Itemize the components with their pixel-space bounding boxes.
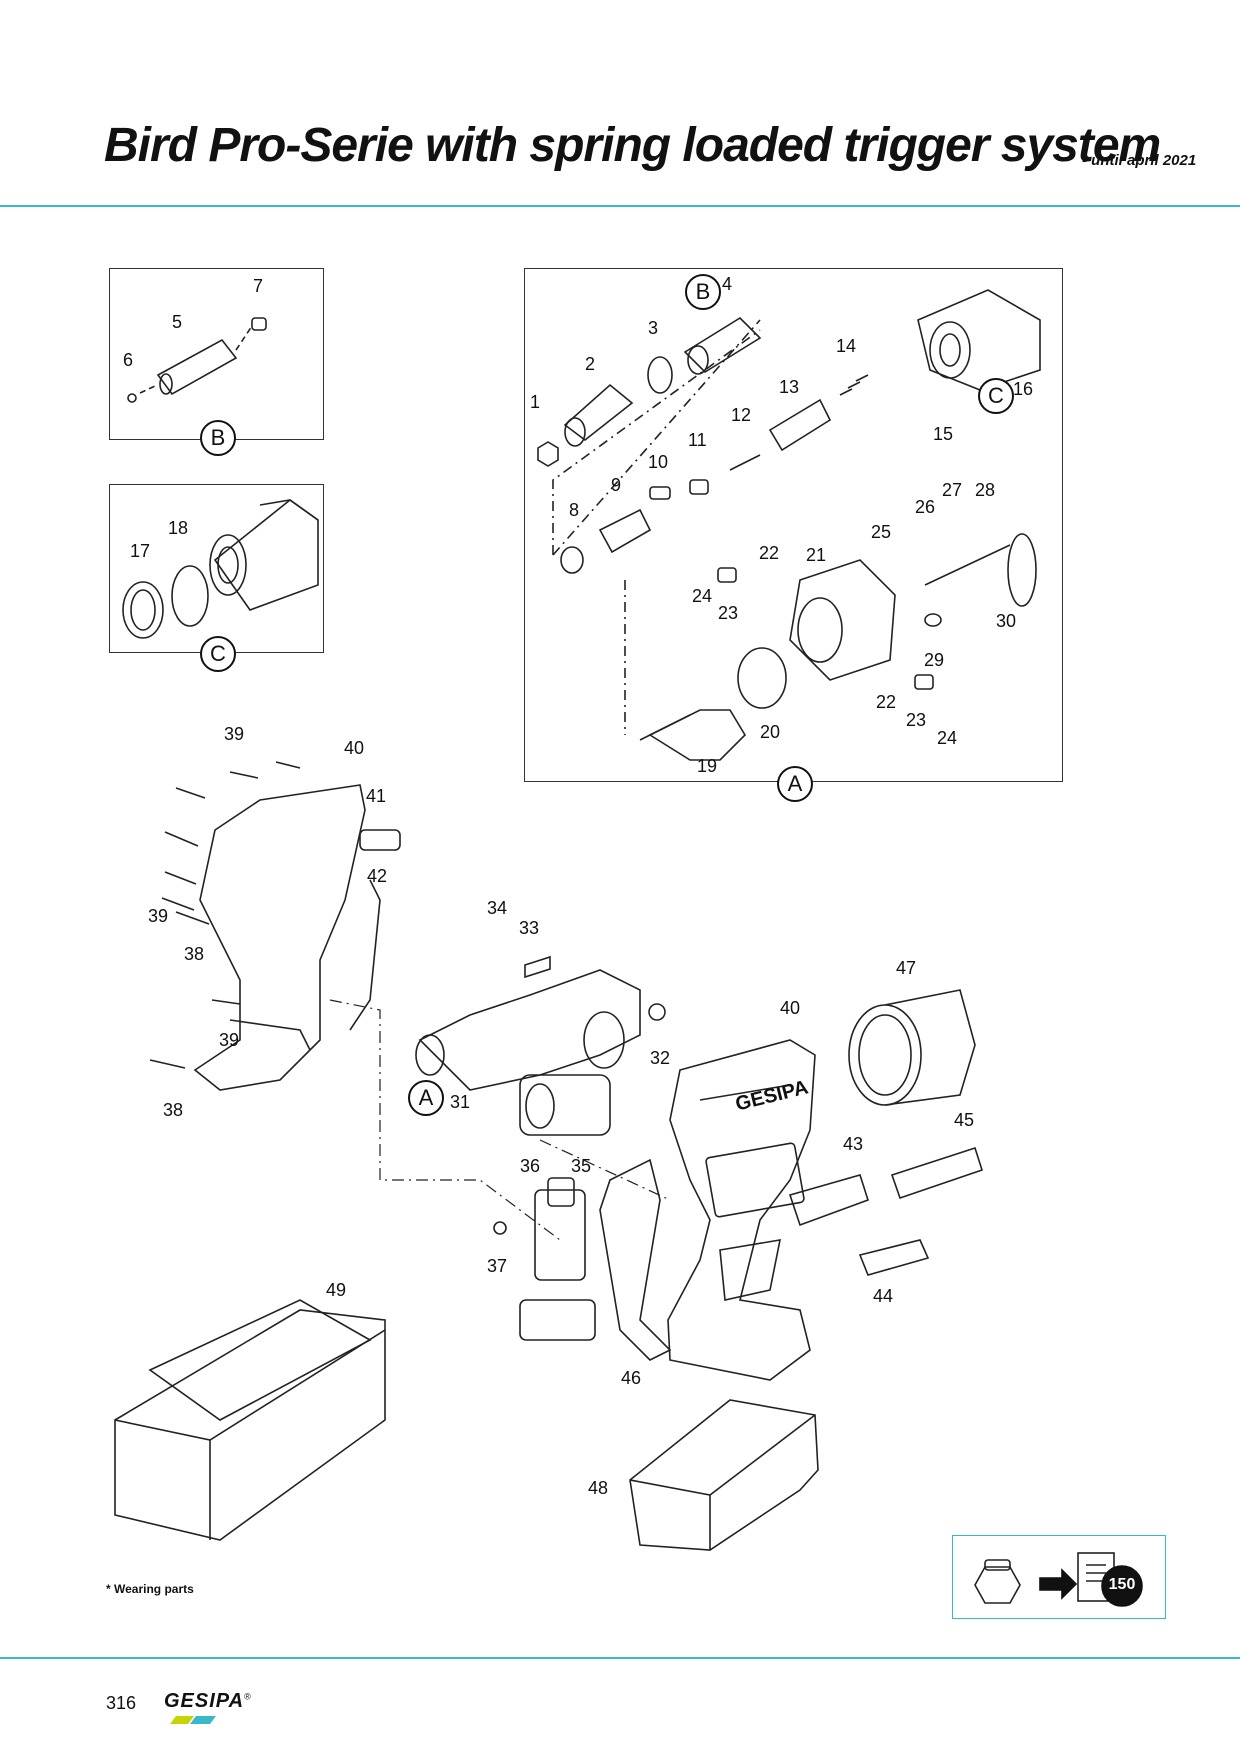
callout-a-box-a: A [777, 766, 813, 802]
part-number-label: 11 [688, 430, 707, 450]
part-number-label: 39 [148, 906, 169, 926]
part-number-label: 22 [759, 543, 780, 563]
part-number-label: 38 [163, 1100, 184, 1120]
footer-logo: GESIPA® [164, 1690, 252, 1713]
part-number-label: 33 [519, 918, 540, 938]
page-title: Bird Pro-Serie with spring loaded trigge… [104, 119, 1161, 172]
callout-b-box-b: B [200, 420, 236, 456]
part-number-label: 27 [942, 480, 963, 500]
part-number-label: 31 [450, 1092, 471, 1112]
part-number-label: 30 [996, 611, 1017, 631]
right-housing-drawing [667, 1039, 816, 1381]
battery-drawing [629, 1399, 819, 1551]
part-number-label: 26 [915, 497, 936, 517]
wearing-parts-note: * Wearing parts [106, 1582, 194, 1596]
part-number-label: 28 [975, 480, 996, 500]
part-number-label: 19 [697, 756, 718, 776]
detail-box-c [109, 484, 324, 653]
part-number-label: 9 [611, 475, 622, 495]
part-number-label: 47 [896, 958, 917, 978]
part-number-label: 24 [692, 586, 713, 606]
callout-c-box-a: C [978, 378, 1014, 414]
nozzle-sleeve-drawing [127, 317, 267, 403]
assembly-guide-lines [329, 999, 671, 1241]
part-number-label: 22 [876, 692, 897, 712]
gear-housing-drawing [624, 533, 1037, 761]
part-number-label: 16 [1013, 379, 1034, 399]
part-number-label: 25 [871, 522, 892, 542]
part-number-label: 49 [326, 1280, 347, 1300]
part-number-label: 38 [184, 944, 205, 964]
part-number-label: 13 [779, 377, 800, 397]
logo-stripe-icon [170, 1716, 216, 1724]
part-number-label: 35 [571, 1156, 592, 1176]
nose-cap-drawing [848, 989, 976, 1106]
part-number-label: 48 [588, 1478, 609, 1498]
housing-half-drawing [149, 761, 401, 1091]
part-number-label: 17 [130, 541, 151, 561]
part-number-label: 42 [367, 866, 388, 886]
part-number-label: 34 [487, 898, 508, 918]
part-number-label: 40 [344, 738, 365, 758]
part-number-label: 5 [172, 312, 183, 332]
side-cover-drawing [599, 1158, 672, 1361]
charger-drawing [114, 1299, 386, 1541]
nose-assembly-drawing [537, 289, 1041, 574]
detail-box-b [109, 268, 324, 440]
footer-logo-mark: ® [244, 1691, 252, 1702]
part-number-label: 1 [530, 392, 541, 412]
document-icon [1077, 1552, 1143, 1607]
reference-page-number: 150 [1108, 1576, 1136, 1593]
arrow-right-icon [1039, 1568, 1078, 1600]
part-number-label: 21 [806, 545, 827, 565]
part-number-label: 20 [760, 722, 781, 742]
part-number-label: 40 [780, 998, 801, 1018]
callout-a-drive-unit: A [408, 1080, 444, 1116]
nut-icon [974, 1559, 1021, 1604]
part-number-label: 8 [569, 500, 580, 520]
part-number-label: 23 [906, 710, 927, 730]
footer-rule [0, 1657, 1240, 1659]
part-number-label: 18 [168, 518, 189, 538]
trigger-parts-drawing [788, 1146, 983, 1276]
header-rule [0, 205, 1240, 207]
part-number-label: 14 [836, 336, 857, 356]
trigger-switch-drawing [493, 1177, 596, 1341]
part-number-label: 46 [621, 1368, 642, 1388]
part-number-label: 37 [487, 1256, 508, 1276]
part-number-label: 3 [648, 318, 659, 338]
head-housing-drawing [122, 498, 319, 639]
part-number-label: 2 [585, 354, 596, 374]
part-number-label: 36 [520, 1156, 541, 1176]
part-number-label: 15 [933, 424, 954, 444]
part-number-label: 43 [843, 1134, 864, 1154]
part-number-label: 39 [219, 1030, 240, 1050]
part-number-label: 44 [873, 1286, 894, 1306]
part-number-label: 39 [224, 724, 245, 744]
detail-box-a [524, 268, 1063, 782]
part-number-label: 45 [954, 1110, 975, 1130]
part-number-label: 29 [924, 650, 945, 670]
drive-unit-drawing [415, 955, 666, 1136]
callout-c-box-c: C [200, 636, 236, 672]
callout-b-box-a: B [685, 274, 721, 310]
part-number-label: 12 [731, 405, 752, 425]
page-subtitle: - until april 2021 [1082, 152, 1197, 169]
reference-box [952, 1535, 1166, 1619]
page-number: 316 [106, 1693, 137, 1713]
part-number-label: 4 [722, 274, 733, 294]
footer-logo-text: GESIPA [164, 1690, 245, 1712]
part-number-label: 23 [718, 603, 739, 623]
part-number-label: 41 [366, 786, 387, 806]
part-number-label: 7 [253, 276, 264, 296]
part-number-label: 32 [650, 1048, 671, 1068]
part-number-label: 24 [937, 728, 958, 748]
part-number-label: 10 [648, 452, 669, 472]
part-number-label: 6 [123, 350, 134, 370]
